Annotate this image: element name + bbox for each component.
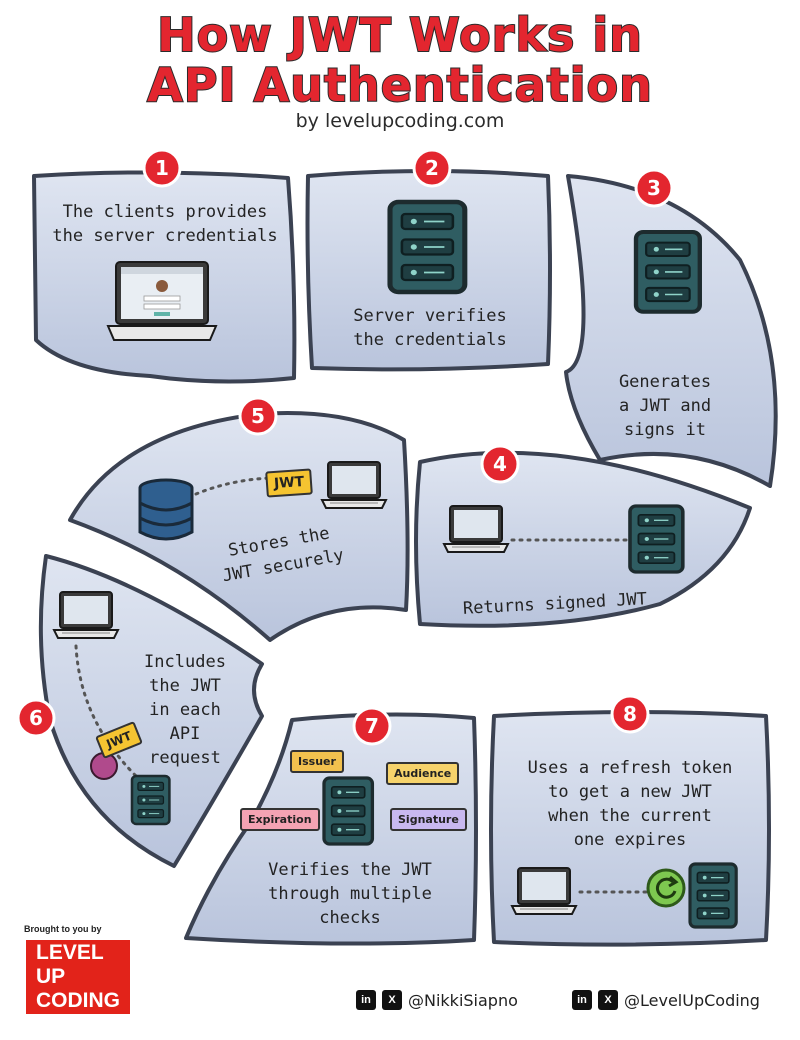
brought-to-you-label: Brought to you by bbox=[24, 924, 102, 934]
svg-text:8: 8 bbox=[623, 702, 637, 726]
linkedin-icon[interactable]: in bbox=[572, 990, 592, 1010]
linkedin-icon[interactable]: in bbox=[356, 990, 376, 1010]
laptop-login-icon bbox=[106, 261, 218, 341]
handle-levelup[interactable]: @LevelUpCoding bbox=[624, 990, 760, 1010]
svg-text:1: 1 bbox=[155, 156, 169, 180]
check-audience: Audience bbox=[386, 762, 460, 785]
badge-step-6: 6 bbox=[16, 698, 56, 738]
subtitle: by levelupcoding.com bbox=[295, 110, 505, 132]
check-signature: Signature bbox=[390, 808, 467, 831]
badge-step-7: 7 bbox=[352, 706, 392, 746]
svg-text:6: 6 bbox=[29, 706, 43, 730]
laptop-icon-step-5 bbox=[321, 461, 387, 509]
social-levelup[interactable]: in X @LevelUpCoding bbox=[572, 990, 760, 1010]
server-icon-step-6 bbox=[130, 774, 171, 826]
badge-step-1: 1 bbox=[142, 148, 182, 188]
badge-step-4: 4 bbox=[480, 444, 520, 484]
server-icon-step-7 bbox=[322, 776, 375, 846]
server-icon-step-4 bbox=[628, 504, 685, 574]
x-icon[interactable]: X bbox=[382, 990, 402, 1010]
database-icon bbox=[138, 478, 194, 541]
check-expiration: Expiration bbox=[240, 808, 320, 831]
title-line-1: How JWT Works in bbox=[156, 8, 643, 62]
badge-step-5: 5 bbox=[238, 396, 278, 436]
server-icon-step-2 bbox=[390, 202, 465, 292]
social-nikki[interactable]: in X @NikkiSiapno bbox=[356, 990, 518, 1010]
connector-step-6 bbox=[74, 644, 138, 778]
server-icon-step-3 bbox=[636, 232, 700, 312]
laptop-icon-step-4 bbox=[443, 505, 509, 553]
connector-step-5 bbox=[194, 476, 272, 496]
check-issuer: Issuer bbox=[290, 750, 344, 773]
panel-step-3 bbox=[564, 174, 778, 488]
laptop-icon-step-8 bbox=[511, 867, 577, 915]
refresh-icon bbox=[646, 868, 686, 908]
svg-text:2: 2 bbox=[425, 156, 439, 180]
svg-text:4: 4 bbox=[493, 452, 507, 476]
laptop-icon-step-6 bbox=[53, 591, 119, 639]
handle-nikki[interactable]: @NikkiSiapno bbox=[408, 990, 518, 1010]
panel-step-5 bbox=[68, 411, 410, 642]
badge-step-2: 2 bbox=[412, 148, 452, 188]
jwt-tag-step-5: JWT bbox=[265, 468, 314, 498]
svg-text:3: 3 bbox=[647, 176, 661, 200]
title-line-2: API Authentication bbox=[146, 58, 653, 112]
badge-step-3: 3 bbox=[634, 168, 674, 208]
server-icon-step-8 bbox=[688, 862, 738, 929]
svg-text:7: 7 bbox=[365, 714, 379, 738]
x-icon[interactable]: X bbox=[598, 990, 618, 1010]
svg-text:5: 5 bbox=[251, 404, 265, 428]
level-up-coding-logo[interactable]: LEVEL UP CODING bbox=[26, 940, 130, 1014]
badge-step-8: 8 bbox=[610, 694, 650, 734]
